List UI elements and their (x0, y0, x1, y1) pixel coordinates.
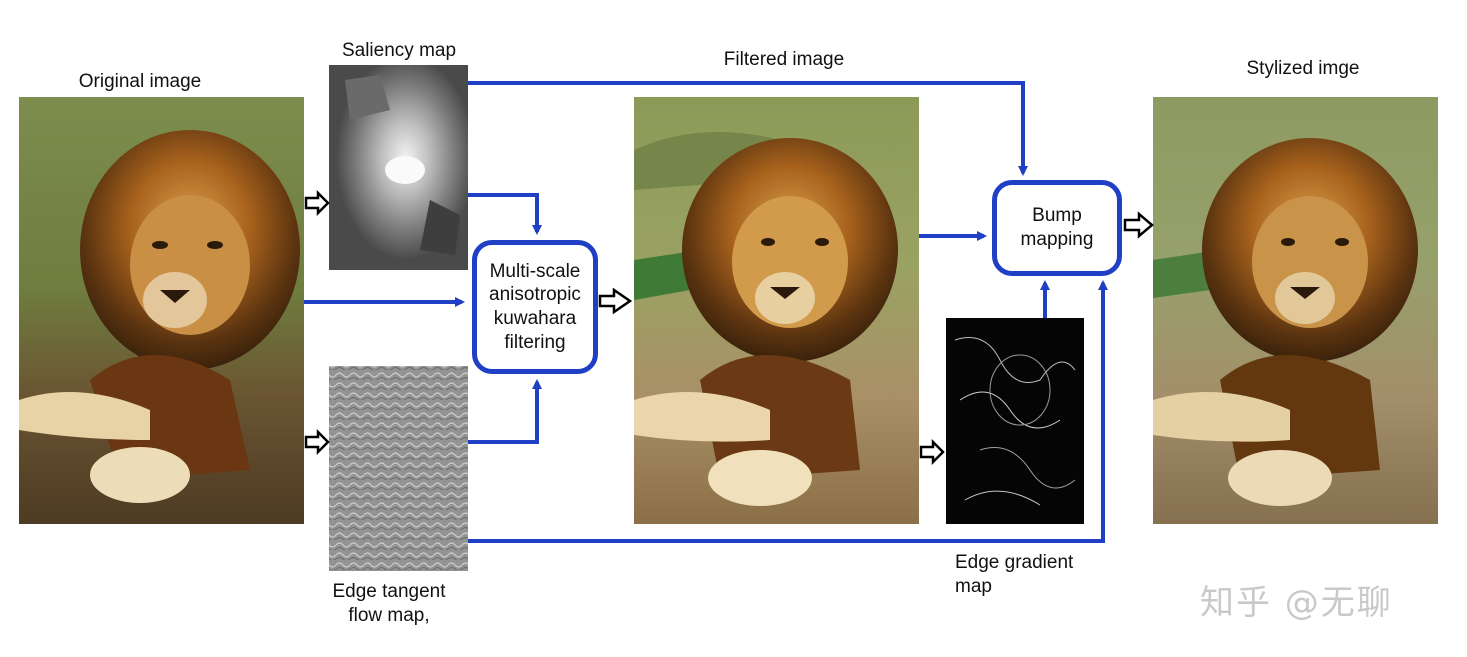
edge-gradient-map (946, 318, 1084, 524)
edge-tangent-flow-label: Edge tangent flow map, (332, 581, 446, 626)
hollow-arrow-kuwahara-to-filtered (598, 287, 633, 315)
filtered-image-label: Filtered image (723, 49, 845, 70)
hollow-arrow-to-edge-gradient (919, 438, 945, 466)
hollow-arrow-bump-to-stylized (1123, 211, 1154, 239)
stylized-lion (1153, 97, 1438, 524)
watermark: 知乎 @无聊 (1200, 583, 1393, 623)
connector-etf-to-kuwahara (468, 379, 542, 444)
edge-gradient-label: Edge gradient map (955, 552, 1074, 597)
saliency-map (329, 65, 468, 270)
lion-original-photo (19, 97, 304, 524)
hollow-arrows (304, 189, 1154, 466)
saliency-map-label: Saliency map (341, 40, 457, 61)
hollow-arrow-original-to-etf (304, 428, 330, 456)
bump-mapping-label: Bump mapping (1020, 205, 1094, 250)
edge-tangent-flow-map (329, 366, 468, 571)
bump-mapping-box: Bump mapping (992, 180, 1122, 276)
connector-saliency-to-kuwahara (468, 193, 542, 235)
connector-etf-to-bump (468, 280, 1108, 543)
blue-connectors (304, 81, 1108, 543)
connector-saliency-to-bump (468, 81, 1028, 176)
original-image-label: Original image (78, 71, 202, 92)
kuwahara-filter-label: Multi-scale anisotropic kuwahara filteri… (489, 260, 581, 353)
filtered-lion (634, 97, 919, 524)
kuwahara-filter-box: Multi-scale anisotropic kuwahara filteri… (472, 240, 598, 374)
hollow-arrow-original-to-saliency (304, 189, 330, 217)
stylized-image-label: Stylized imge (1246, 58, 1360, 79)
